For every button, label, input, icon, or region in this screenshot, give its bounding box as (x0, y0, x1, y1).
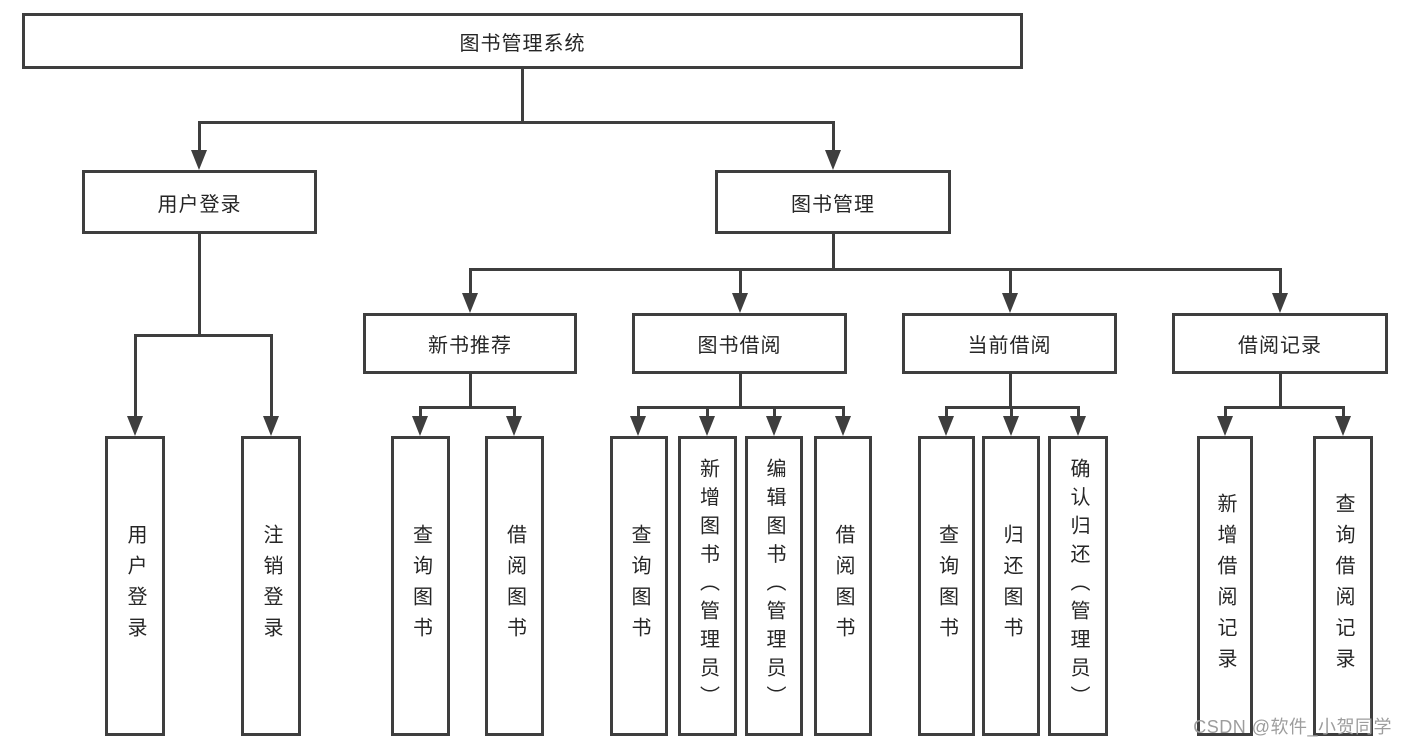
connector-to-br-add (1223, 407, 1227, 418)
leaf-borrow-add-books-admin-label: 新增图书（管理员） (696, 458, 719, 714)
arrowhead-bb-query (630, 416, 646, 436)
connector-to-nb-query (418, 407, 422, 418)
connector-to-new-books (468, 269, 472, 293)
arrowhead-cb-query (938, 416, 954, 436)
connector-to-cb-query (944, 407, 948, 418)
arrowhead-book-mgmt (825, 150, 841, 170)
leaf-borrow-query-books-label: 查询图书 (628, 524, 650, 648)
arrowhead-br-add (1217, 416, 1233, 436)
connector-book-mgmt-split (468, 267, 1282, 271)
arrowhead-br-query (1335, 416, 1351, 436)
node-user-login: 用户登录 (82, 170, 317, 234)
arrowhead-borrow-records (1272, 293, 1288, 313)
connector-to-bb-add (705, 407, 709, 418)
node-borrow-records: 借阅记录 (1172, 313, 1388, 374)
connector-to-cb-return (1009, 407, 1013, 418)
arrowhead-bb-edit (766, 416, 782, 436)
leaf-logout-label: 注销登录 (260, 524, 282, 648)
leaf-user-login: 用户登录 (105, 436, 165, 736)
leaf-borrow-add-books-admin: 新增图书（管理员） (678, 436, 737, 736)
arrowhead-cb-confirm (1070, 416, 1086, 436)
connector-book-borrow-stem (738, 374, 742, 407)
leaf-borrow-borrow-books-label: 借阅图书 (832, 524, 854, 648)
arrowhead-current-borrow (1002, 293, 1018, 313)
connector-current-borrow-stem (1008, 374, 1012, 407)
leaf-current-confirm-return-admin: 确认归还（管理员） (1048, 436, 1108, 736)
node-new-books: 新书推荐 (363, 313, 577, 374)
leaf-current-query-books: 查询图书 (918, 436, 975, 736)
leaf-newbooks-query-books-label: 查询图书 (409, 524, 432, 648)
arrowhead-nb-borrow (506, 416, 522, 436)
leaf-records-query-record-label: 查询借阅记录 (1332, 493, 1354, 679)
connector-to-bb-borrow (841, 407, 845, 418)
connector-to-cb-confirm (1076, 407, 1080, 418)
connector-new-books-stem (468, 374, 472, 407)
node-book-mgmt: 图书管理 (715, 170, 951, 234)
arrowhead-nb-query (412, 416, 428, 436)
connector-to-br-query (1341, 407, 1345, 418)
arrowhead-leaf-user-login (127, 416, 143, 436)
connector-to-leaf-user-login (133, 335, 137, 416)
leaf-logout: 注销登录 (241, 436, 301, 736)
leaf-current-confirm-return-admin-label: 确认归还（管理员） (1067, 458, 1089, 714)
arrowhead-bb-borrow (835, 416, 851, 436)
connector-to-bb-edit (772, 407, 776, 418)
arrowhead-user-login (191, 150, 207, 170)
connector-borrow-records-stem (1278, 374, 1282, 407)
connector-root-split (197, 120, 835, 124)
node-root: 图书管理系统 (22, 13, 1023, 69)
connector-user-login-stem (197, 234, 201, 335)
connector-to-nb-borrow (512, 407, 516, 418)
leaf-newbooks-query-books: 查询图书 (391, 436, 450, 736)
connector-borrow-records-split (1223, 405, 1345, 409)
leaf-borrow-edit-books-admin: 编辑图书（管理员） (745, 436, 803, 736)
leaf-current-return-books: 归还图书 (982, 436, 1040, 736)
connector-to-book-mgmt (831, 122, 835, 152)
arrowhead-cb-return (1003, 416, 1019, 436)
leaf-records-query-record: 查询借阅记录 (1313, 436, 1373, 736)
connector-book-borrow-split (636, 405, 845, 409)
connector-to-book-borrow (738, 269, 742, 293)
connector-new-books-split (418, 405, 516, 409)
connector-to-leaf-logout (269, 335, 273, 416)
leaf-records-add-record-label: 新增借阅记录 (1214, 493, 1236, 679)
leaf-current-return-books-label: 归还图书 (1000, 524, 1022, 648)
connector-root-stem (520, 67, 524, 122)
node-book-borrow: 图书借阅 (632, 313, 847, 374)
node-current-borrow: 当前借阅 (902, 313, 1117, 374)
connector-book-mgmt-stem (831, 234, 835, 269)
leaf-borrow-borrow-books: 借阅图书 (814, 436, 872, 736)
leaf-current-query-books-label: 查询图书 (935, 524, 958, 648)
arrowhead-leaf-logout (263, 416, 279, 436)
leaf-user-login-label: 用户登录 (124, 524, 146, 648)
leaf-borrow-edit-books-admin-label: 编辑图书（管理员） (763, 458, 785, 714)
connector-user-login-split (133, 333, 273, 337)
leaf-borrow-query-books: 查询图书 (610, 436, 668, 736)
csdn-watermark: CSDN @软件_小贺同学 (1193, 717, 1392, 737)
connector-to-bb-query (636, 407, 640, 418)
arrowhead-book-borrow (732, 293, 748, 313)
arrowhead-bb-add (699, 416, 715, 436)
arrowhead-new-books (462, 293, 478, 313)
leaf-records-add-record: 新增借阅记录 (1197, 436, 1253, 736)
leaf-newbooks-borrow-books-label: 借阅图书 (503, 524, 526, 648)
leaf-newbooks-borrow-books: 借阅图书 (485, 436, 544, 736)
connector-to-current-borrow (1008, 269, 1012, 293)
connector-to-user-login (197, 122, 201, 152)
connector-to-borrow-records (1278, 269, 1282, 293)
